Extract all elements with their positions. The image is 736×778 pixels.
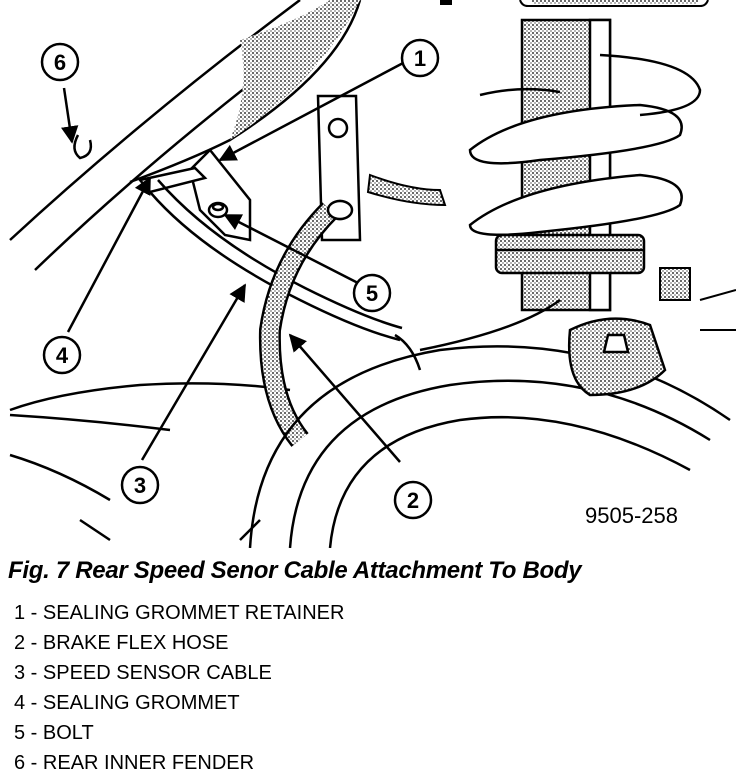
legend-item: 5 - BOLT bbox=[14, 722, 94, 744]
legend-number: 2 bbox=[14, 632, 26, 654]
callout-1: 1 bbox=[400, 38, 440, 78]
callout-5: 5 bbox=[352, 273, 392, 313]
svg-text:3: 3 bbox=[134, 473, 146, 498]
legend-list: 1 - SEALING GROMMET RETAINER 2 - BRAKE F… bbox=[14, 598, 344, 778]
legend-text: SEALING GROMMET bbox=[42, 692, 240, 714]
legend-text: BRAKE FLEX HOSE bbox=[42, 632, 229, 654]
svg-text:5: 5 bbox=[366, 281, 378, 306]
legend-item: 6 - REAR INNER FENDER bbox=[14, 752, 255, 774]
coil-spring-assembly bbox=[468, 18, 702, 312]
legend-item: 1 - SEALING GROMMET RETAINER bbox=[14, 602, 345, 624]
stud-fitting bbox=[659, 267, 691, 301]
legend-number: 5 bbox=[14, 722, 26, 744]
callout-4: 4 bbox=[42, 335, 82, 375]
legend-item: 3 - SPEED SENSOR CABLE bbox=[14, 662, 272, 684]
speed-sensor-cable bbox=[149, 179, 422, 371]
legend-text: SEALING GROMMET RETAINER bbox=[42, 602, 345, 624]
callout-2: 2 bbox=[393, 480, 433, 520]
leader-lines bbox=[61, 60, 406, 463]
wiring-loom bbox=[366, 173, 447, 207]
brake-flex-hose bbox=[258, 199, 354, 447]
svg-text:6: 6 bbox=[54, 50, 66, 75]
diagram-figure: 1 2 3 4 5 6 9505-258 bbox=[9, 0, 736, 548]
legend-number: 3 bbox=[14, 662, 26, 684]
mounting-nut bbox=[568, 317, 667, 397]
callout-3: 3 bbox=[120, 465, 160, 505]
legend-text: SPEED SENSOR CABLE bbox=[42, 662, 272, 684]
figure-id-label: 9505-258 bbox=[585, 503, 678, 528]
legend-item: 4 - SEALING GROMMET bbox=[14, 692, 240, 714]
legend-number: 1 bbox=[14, 602, 26, 624]
legend-number: 4 bbox=[14, 692, 26, 714]
fender-shading bbox=[230, 0, 360, 140]
top-clipped-text bbox=[440, 0, 709, 7]
legend-number: 6 bbox=[14, 752, 26, 774]
callout-6: 6 bbox=[40, 42, 80, 82]
diagram-drawing: 1 2 3 4 5 6 9505-258 bbox=[9, 0, 736, 548]
svg-text:4: 4 bbox=[56, 343, 69, 368]
sealing-grommet-retainer bbox=[137, 148, 252, 242]
legend-text: BOLT bbox=[42, 722, 94, 744]
svg-text:2: 2 bbox=[407, 488, 419, 513]
svg-text:1: 1 bbox=[414, 46, 426, 71]
legend-text: REAR INNER FENDER bbox=[42, 752, 255, 774]
fender-edge-detail bbox=[73, 134, 93, 160]
bolt bbox=[207, 201, 229, 219]
legend-item: 2 - BRAKE FLEX HOSE bbox=[14, 632, 229, 654]
figure-caption: Fig. 7 Rear Speed Senor Cable Attachment… bbox=[8, 557, 582, 584]
